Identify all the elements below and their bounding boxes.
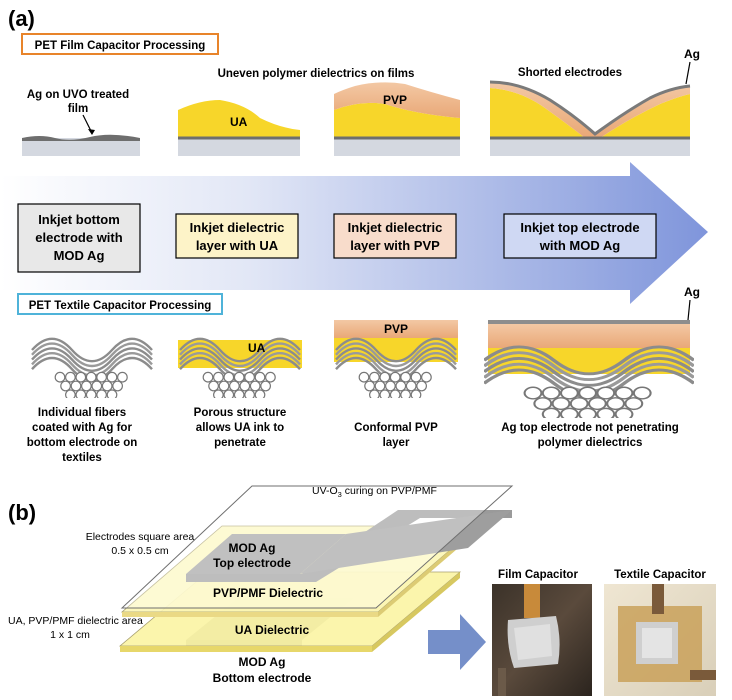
panel-b-label: (b) (8, 500, 36, 525)
bottom-electrode-line1: MOD Ag (239, 655, 286, 669)
textile-capacitor-photo (604, 584, 716, 696)
top-electrode-lead (300, 510, 512, 574)
step-box-1: Inkjet bottom electrode with MOD Ag (17, 203, 141, 273)
film-ua-4b (600, 94, 690, 138)
ua-dielectric-label: UA Dielectric (235, 623, 310, 637)
film-pvp-3 (334, 82, 460, 118)
film-ag-1 (22, 134, 140, 141)
pvp-dielectric-edge (122, 612, 378, 617)
film-capacitor-photo (492, 584, 592, 696)
textile-ag-pointer (687, 299, 691, 321)
film-substrate-4 (490, 138, 690, 156)
film-substrate-1 (22, 138, 140, 156)
svg-text:layer with PVP: layer with PVP (350, 238, 440, 253)
bottom-electrode-line2: Bottom electrode (213, 671, 312, 685)
uvo-sheet (120, 485, 514, 609)
textile-caption-1-line2: coated with Ag for (32, 422, 132, 434)
dielectric-area-line2: 1 x 1 cm (50, 629, 90, 641)
pvp-dielectric-label: PVP/PMF Dielectric (213, 586, 323, 600)
svg-text:Inkjet top electrode: Inkjet top electrode (520, 220, 639, 235)
textile-fibers-3 (334, 320, 458, 398)
dielectric-area-line1: UA, PVP/PMF dielectric area (8, 615, 143, 627)
svg-text:MOD Ag: MOD Ag (54, 248, 105, 263)
textile-caption-2-line3: penetrate (214, 437, 266, 449)
textile-fibers-2 (178, 337, 302, 398)
top-electrode-line1: MOD Ag (229, 541, 276, 555)
textile-caption-2-line2: allows UA ink to (196, 422, 284, 434)
top-electrode-line2: Top electrode (213, 556, 291, 570)
textile-caption-1-line1: Individual fibers (38, 407, 126, 419)
textile-caption-3-line1: Conformal PVP (354, 422, 438, 434)
ua-dielectric-side (372, 572, 460, 652)
step-box-3: Inkjet dielectric layer with PVP (333, 213, 457, 259)
textile-pvp-label: PVP (384, 322, 408, 336)
textile-header-box (17, 293, 223, 315)
electrode-area-line2: 0.5 x 0.5 cm (111, 545, 168, 557)
pointer-arrow-head (88, 129, 95, 135)
svg-text:Inkjet bottom: Inkjet bottom (38, 212, 120, 227)
film-ua-label: UA (230, 115, 248, 129)
film-header: PET Film Capacitor Processing (35, 40, 206, 52)
film-top-ag-4 (489, 80, 691, 136)
textile-caption-1-line4: textiles (62, 452, 102, 464)
textile-ua-label: UA (248, 341, 266, 355)
film-pvp-label: PVP (383, 93, 407, 107)
ag-on-uvo-line1: Ag on UVO treated (27, 89, 129, 101)
textile-caption-3-line2: layer (383, 437, 410, 449)
film-capacitor-title: Film Capacitor (498, 569, 578, 581)
svg-text:electrode with: electrode with (35, 230, 122, 245)
film-header-box (21, 33, 219, 55)
shorted-electrodes-label: Shorted electrodes (518, 67, 622, 79)
textile-header: PET Textile Capacitor Processing (29, 300, 212, 312)
step-box-2: Inkjet dielectric layer with UA (175, 213, 299, 259)
textile-fibers-1 (30, 337, 154, 398)
textile-caption-4-line1: Ag top electrode not penetrating (501, 422, 679, 434)
ag-on-uvo-line2: film (68, 103, 88, 115)
electrode-area-line1: Electrodes square area (86, 531, 195, 543)
textile-caption-4-line2: polymer dielectrics (538, 437, 643, 449)
svg-text:Inkjet dielectric: Inkjet dielectric (190, 220, 285, 235)
svg-text:with MOD Ag: with MOD Ag (539, 238, 620, 253)
result-arrow (428, 614, 486, 670)
svg-text:layer with UA: layer with UA (196, 238, 279, 253)
step-box-4: Inkjet top electrode with MOD Ag (503, 213, 657, 259)
top-electrode-pad (186, 534, 346, 574)
film-substrate-2 (178, 138, 300, 156)
film-ua-3 (334, 102, 460, 138)
textile-capacitor-title: Textile Capacitor (614, 569, 706, 581)
svg-text:Inkjet dielectric: Inkjet dielectric (348, 220, 443, 235)
uneven-dielectrics-label: Uneven polymer dielectrics on films (218, 68, 415, 80)
film-ag-label: Ag (684, 47, 700, 61)
film-ua-2 (178, 100, 300, 138)
film-ag-pointer (685, 61, 691, 85)
textile-caption-2-line1: Porous structure (194, 407, 287, 419)
film-ua-4 (490, 88, 585, 138)
uvo-label: UV-O3 curing on PVP/PMF (312, 485, 437, 499)
textile-fibers-4 (484, 320, 694, 418)
panel-a-label: (a) (8, 6, 35, 31)
film-substrate-3 (334, 138, 460, 156)
textile-caption-1-line3: bottom electrode on (27, 437, 138, 449)
ua-dielectric-edge (120, 646, 372, 652)
textile-ag-label: Ag (684, 285, 700, 299)
